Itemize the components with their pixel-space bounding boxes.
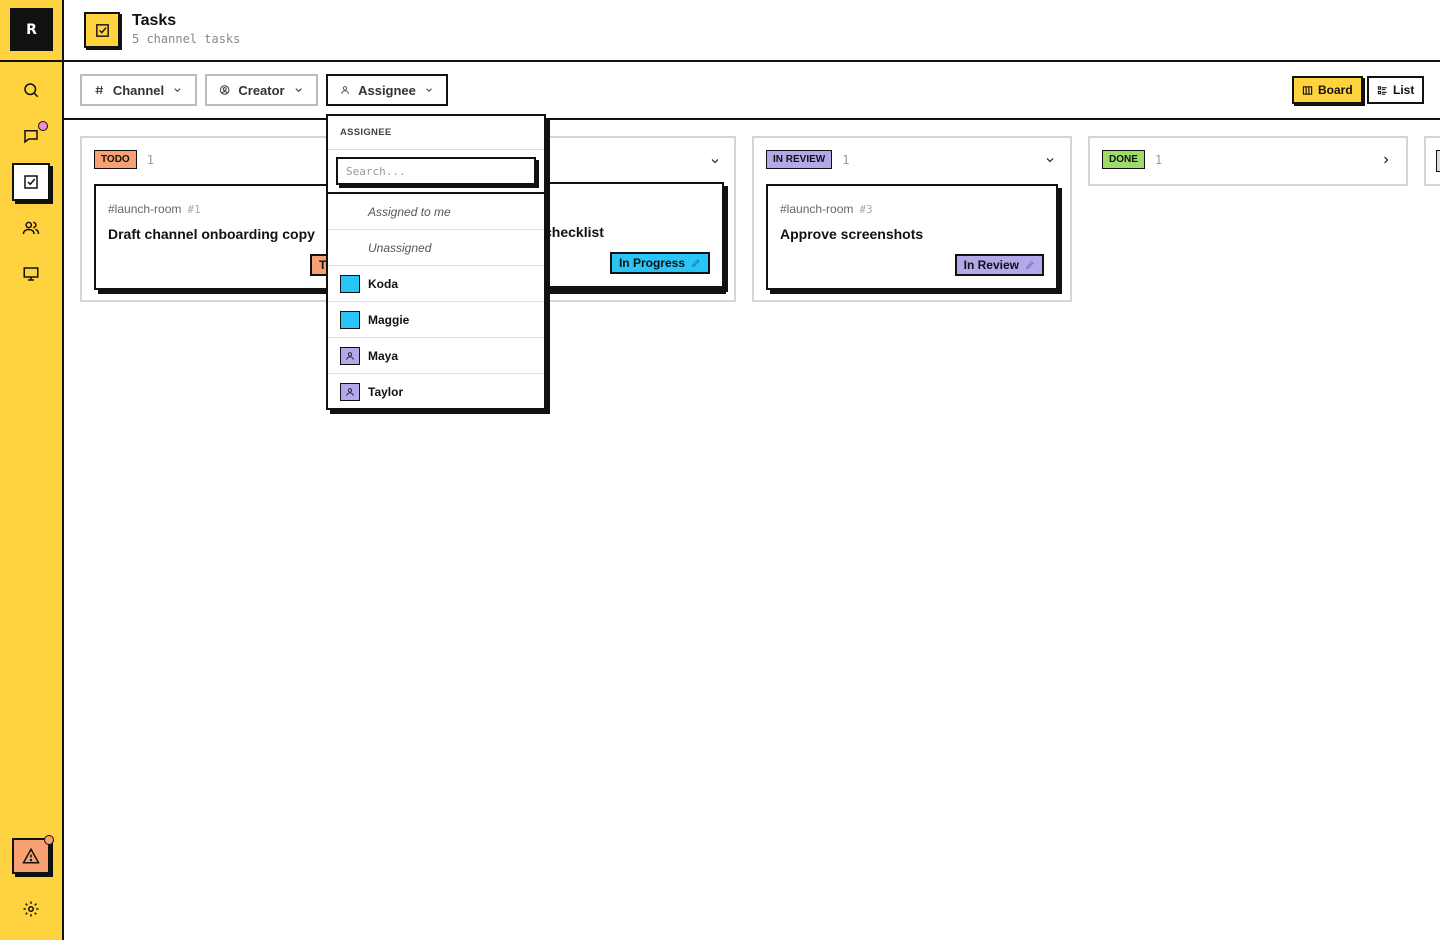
sidebar-item-people[interactable] — [12, 209, 50, 247]
unread-dot — [38, 121, 48, 131]
sidebar-item-screens[interactable] — [12, 255, 50, 293]
search-icon — [24, 83, 39, 98]
assignee-search-input[interactable] — [336, 157, 536, 185]
filter-bar: Channel Creator Assignee Board List — [64, 62, 1440, 120]
chat-icon — [24, 130, 38, 144]
list-icon — [1377, 85, 1387, 95]
sidebar-item-settings[interactable] — [12, 890, 50, 928]
card-status-pill[interactable]: In Review — [954, 254, 1044, 276]
card-title: Draft channel onboarding copy — [108, 226, 315, 242]
hash-icon — [95, 85, 104, 95]
column-count: 1 — [1154, 152, 1163, 167]
chevron-down-icon[interactable] — [1044, 154, 1056, 166]
status-badge — [1436, 150, 1440, 172]
creator-filter-button[interactable]: Creator — [205, 74, 318, 106]
card-status-pill[interactable]: In Progress — [609, 252, 710, 274]
users-icon — [22, 221, 40, 235]
board-column-overflow — [1424, 136, 1440, 186]
page-title: Tasks — [132, 12, 177, 29]
user-avatar — [340, 383, 360, 401]
chevron-down-icon — [295, 88, 302, 93]
column-count: 1 — [146, 152, 154, 167]
channel-filter-label: Channel — [112, 82, 165, 98]
list-view-label: List — [1393, 83, 1415, 97]
sidebar-item-alerts[interactable] — [12, 835, 54, 874]
status-badge: DONE — [1102, 150, 1145, 169]
columns-icon — [1302, 85, 1313, 95]
checkbox-icon — [24, 175, 38, 189]
user-icon — [346, 388, 354, 396]
gear-icon — [23, 901, 39, 917]
workspace-logo[interactable]: R — [10, 8, 53, 51]
user-circle-icon — [219, 85, 230, 95]
board-view-button[interactable]: Board — [1292, 76, 1363, 104]
warning-icon — [22, 847, 40, 864]
board-column-done[interactable]: DONE 1 — [1088, 136, 1408, 186]
card-channel: #launch-room#1 — [108, 202, 201, 216]
pencil-icon — [1025, 261, 1034, 270]
creator-filter-label: Creator — [238, 82, 285, 98]
column-header[interactable]: DONE 1 — [1102, 150, 1162, 169]
task-card[interactable]: #launch-room#3 Approve screenshots In Re… — [766, 184, 1058, 290]
assignee-option-taylor[interactable]: Taylor — [328, 374, 544, 410]
assignee-option-assigned-to-me[interactable]: Assigned to me — [328, 194, 544, 230]
chevron-down-icon — [426, 88, 432, 92]
card-title: checklist — [544, 224, 604, 240]
chevron-down-icon[interactable] — [709, 155, 721, 167]
alert-dot — [44, 835, 54, 845]
monitor-icon — [23, 267, 39, 281]
sidebar-item-search[interactable] — [12, 71, 50, 109]
dropdown-header: ASSIGNEE — [328, 116, 544, 150]
channel-filter-button[interactable]: Channel — [80, 74, 197, 106]
status-badge: TODO — [94, 150, 137, 169]
list-view-button[interactable]: List — [1367, 76, 1425, 104]
sidebar-divider — [0, 60, 62, 62]
card-channel: #launch-room#3 — [780, 202, 873, 216]
page-header: Tasks 5 channel tasks — [64, 0, 1440, 62]
chevron-down-icon — [174, 88, 181, 93]
agent-avatar — [340, 275, 360, 293]
card-number: #1 — [187, 203, 201, 216]
checkbox-icon — [95, 23, 109, 37]
assignee-filter-button[interactable]: Assignee — [326, 74, 448, 106]
sidebar-item-messages[interactable] — [12, 117, 50, 155]
sidebar: R — [0, 0, 64, 940]
user-avatar — [340, 347, 360, 365]
assignee-option-koda[interactable]: Koda — [328, 266, 544, 302]
assignee-dropdown: ASSIGNEE Assigned to me Unassigned Koda … — [326, 114, 546, 410]
assignee-option-unassigned[interactable]: Unassigned — [328, 230, 544, 266]
board-view-label: Board — [1318, 83, 1353, 97]
dropdown-search-wrap — [328, 150, 544, 194]
assignee-option-maggie[interactable]: Maggie — [328, 302, 544, 338]
user-icon — [346, 352, 354, 360]
pencil-icon — [691, 259, 700, 268]
chevron-right-icon[interactable] — [1380, 154, 1392, 166]
board-column-in-review: IN REVIEW 1 #launch-room#3 Approve scree… — [752, 136, 1072, 302]
column-header[interactable]: TODO 1 — [94, 150, 154, 169]
agent-avatar — [340, 311, 360, 329]
assignee-option-maya[interactable]: Maya — [328, 338, 544, 374]
tasks-header-icon — [84, 12, 120, 48]
card-number: #3 — [859, 203, 873, 216]
assignee-filter-label: Assignee — [358, 82, 416, 98]
column-count: 1 — [842, 152, 850, 167]
status-badge: IN REVIEW — [766, 150, 833, 169]
column-header[interactable]: IN REVIEW 1 — [766, 150, 849, 169]
sidebar-item-tasks[interactable] — [12, 163, 50, 201]
card-title: Approve screenshots — [780, 226, 924, 242]
user-icon — [341, 86, 349, 94]
page-subtitle: 5 channel tasks — [132, 32, 241, 46]
